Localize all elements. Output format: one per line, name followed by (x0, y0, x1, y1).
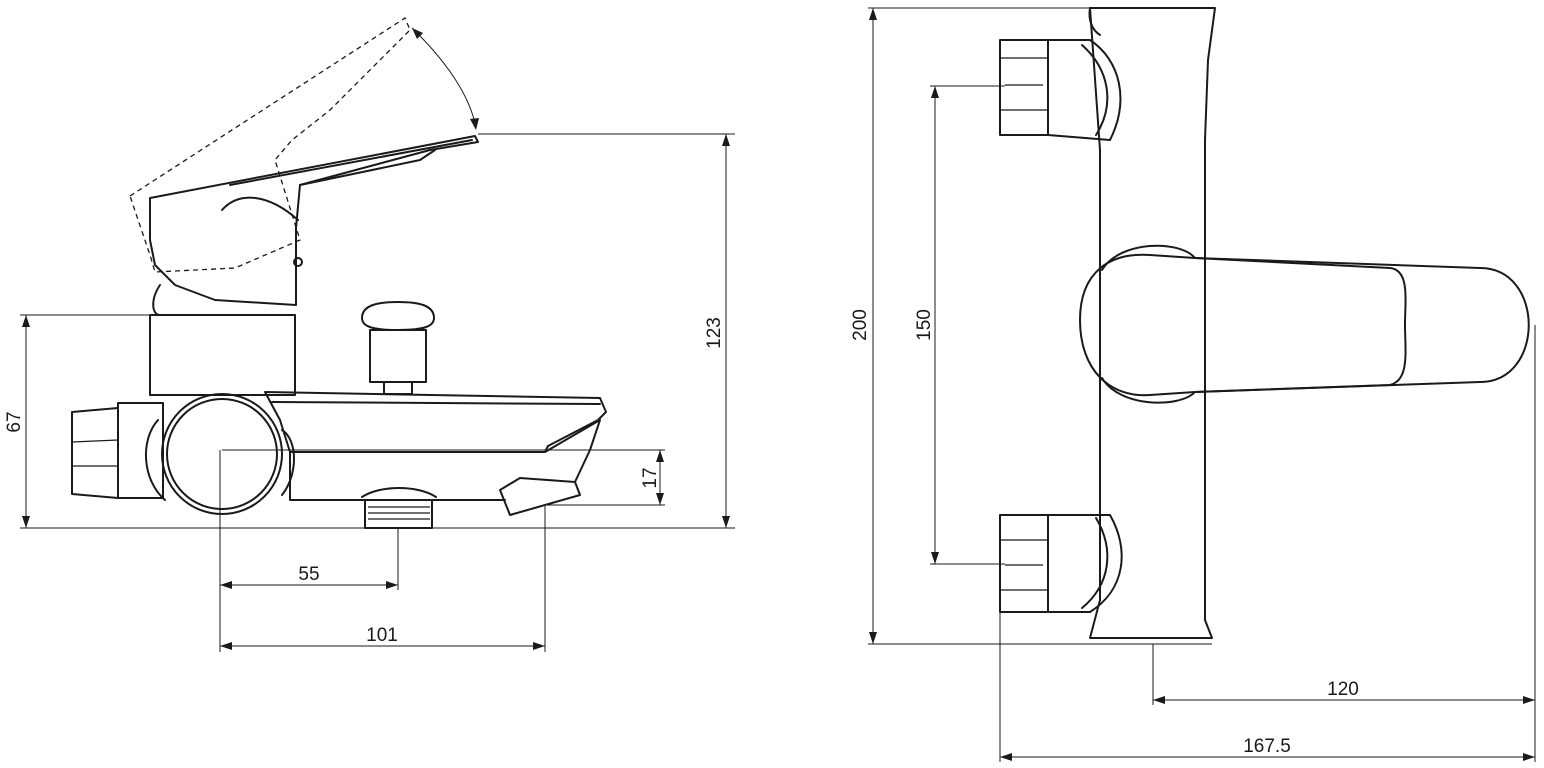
connection-disc-outer (161, 393, 283, 515)
handle-bottom-edge (1194, 381, 1481, 393)
handle-base-bottom (1101, 377, 1196, 404)
front-view: 200 150 120 167.5 (850, 7, 1536, 762)
thread-lines (368, 506, 430, 520)
diverter-stem (369, 329, 427, 383)
dim-label-120: 120 (1327, 679, 1359, 700)
diverter-base (383, 381, 413, 395)
body-lower (289, 451, 366, 501)
spout-top-edge (271, 401, 601, 405)
cartridge-neck (152, 284, 161, 316)
lever-curve (221, 196, 299, 221)
dim-spout-reach: 101 (220, 505, 546, 652)
lever-underside (299, 149, 436, 186)
handle (1079, 253, 1407, 397)
connection-disc-inner (166, 398, 278, 510)
dim-label-123: 123 (704, 317, 725, 349)
top-hex-nut (999, 39, 1049, 136)
mixer-body (1089, 7, 1216, 639)
spout-body (264, 391, 607, 453)
union-body (117, 402, 164, 499)
lever-pivot (293, 257, 303, 267)
handle-tip (1479, 267, 1530, 383)
diverter-knob (361, 301, 435, 331)
dim-connection-spacing: 150 (914, 85, 1005, 565)
dim-label-17: 17 (640, 467, 661, 488)
hex-nut-edges (71, 439, 119, 467)
aerator (499, 477, 581, 516)
hex-nut (71, 407, 119, 499)
cartridge-body (149, 314, 296, 396)
disc-right (281, 429, 295, 496)
dim-height-body: 67 (4, 314, 150, 528)
lever-rotation-arc (411, 27, 479, 130)
outlet-thread (364, 499, 433, 529)
dim-overall-depth: 167.5 (999, 612, 1535, 762)
spout-nose (544, 419, 601, 483)
dim-outlet-offset: 55 (219, 450, 399, 652)
disc-cap (145, 419, 166, 501)
bottom-eccentric-inner (1081, 517, 1109, 609)
dim-front-height: 200 (850, 7, 1212, 645)
dim-label-101: 101 (366, 625, 398, 646)
body-top-curve (1088, 7, 1101, 36)
dim-label-55: 55 (298, 564, 319, 585)
top-eccentric (1047, 39, 1122, 141)
handle-top-edge (1194, 257, 1481, 269)
outlet-cap (361, 487, 437, 498)
bottom-eccentric (1047, 514, 1123, 613)
side-view: 123 67 17 55 (4, 17, 735, 652)
dim-handle-length: 120 (1152, 325, 1536, 762)
dim-label-167-5: 167.5 (1243, 736, 1291, 757)
handle-base-top (1101, 244, 1196, 271)
dim-label-150: 150 (914, 309, 935, 341)
dim-height-total: 123 (20, 133, 735, 529)
bottom-hex-nut (999, 514, 1049, 613)
lever-top-edge (229, 139, 473, 186)
top-hex-edges (1000, 57, 1048, 111)
bottom-hex-edges (1000, 539, 1048, 591)
top-eccentric-inner (1081, 44, 1109, 136)
lever (149, 135, 479, 306)
dim-label-67: 67 (4, 411, 25, 432)
dim-label-200: 200 (850, 309, 871, 341)
dim-spout-drop: 17 (222, 449, 665, 506)
lever-raised-outline (129, 17, 411, 273)
